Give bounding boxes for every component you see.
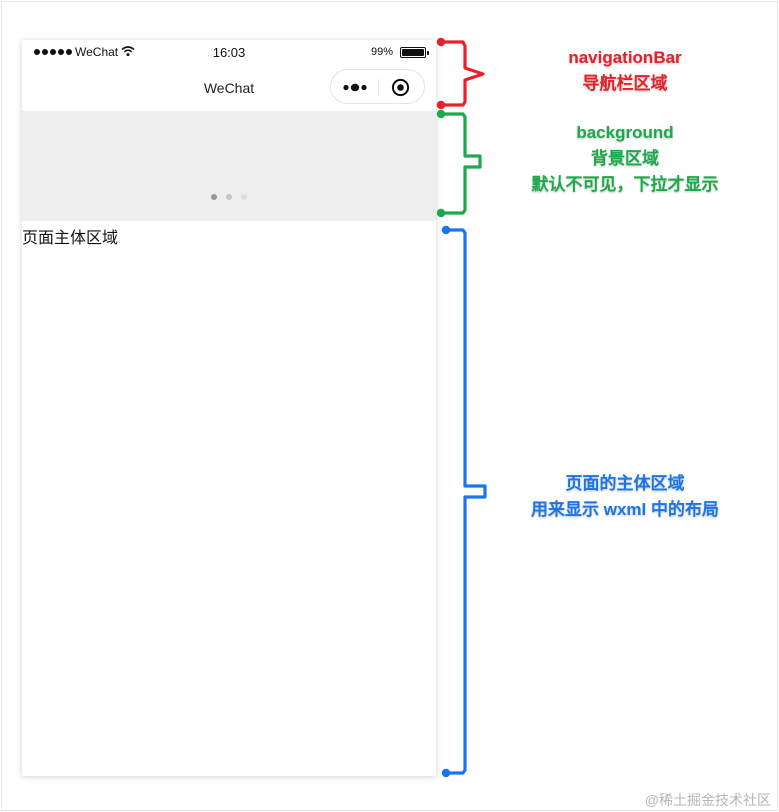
background-area — [22, 111, 436, 221]
loading-dot — [241, 194, 247, 200]
status-bar: WeChat 16:03 99% — [22, 40, 436, 66]
wifi-icon — [121, 46, 135, 57]
carrier-name: WeChat — [75, 45, 119, 59]
annotation-line: 默认不可见，下拉才显示 — [531, 175, 719, 194]
status-time: 16:03 — [212, 45, 246, 60]
signal-strength-icon — [34, 49, 72, 55]
page-body-text: 页面主体区域 — [22, 230, 119, 247]
phone-screen: WeChat 16:03 99% WeChat — [22, 40, 436, 776]
loading-dots — [22, 194, 436, 200]
capsule-buttons — [330, 69, 425, 104]
background-annotation: background 背景区域 默认不可见，下拉才显示 — [490, 120, 760, 198]
battery-percentage: 99% — [371, 46, 394, 58]
annotation-line: navigationBar — [568, 48, 682, 67]
close-miniprogram-icon[interactable] — [391, 78, 410, 97]
battery-icon — [400, 47, 429, 58]
watermark: @稀土掘金技术社区 — [644, 792, 771, 808]
navigation-bar-title: WeChat — [203, 80, 255, 96]
loading-dot — [226, 194, 232, 200]
annotation-line: 背景区域 — [591, 149, 659, 168]
background-bracket — [439, 112, 482, 215]
annotation-line: 导航栏区域 — [582, 74, 668, 93]
annotation-line: background — [576, 123, 674, 142]
annotation-line: 页面的主体区域 — [565, 474, 685, 493]
navigation-bar-annotation: navigationBar 导航栏区域 — [520, 45, 730, 97]
navigation-bar: WeChat — [22, 66, 436, 110]
more-options-icon[interactable] — [342, 83, 368, 92]
page-body-bracket — [444, 228, 487, 775]
loading-dot — [211, 194, 217, 200]
capsule-divider — [378, 79, 379, 96]
page-body-annotation: 页面的主体区域 用来显示 wxml 中的布局 — [490, 471, 760, 523]
navigation-bar-bracket — [439, 40, 485, 107]
annotation-line: 用来显示 wxml 中的布局 — [531, 500, 719, 519]
